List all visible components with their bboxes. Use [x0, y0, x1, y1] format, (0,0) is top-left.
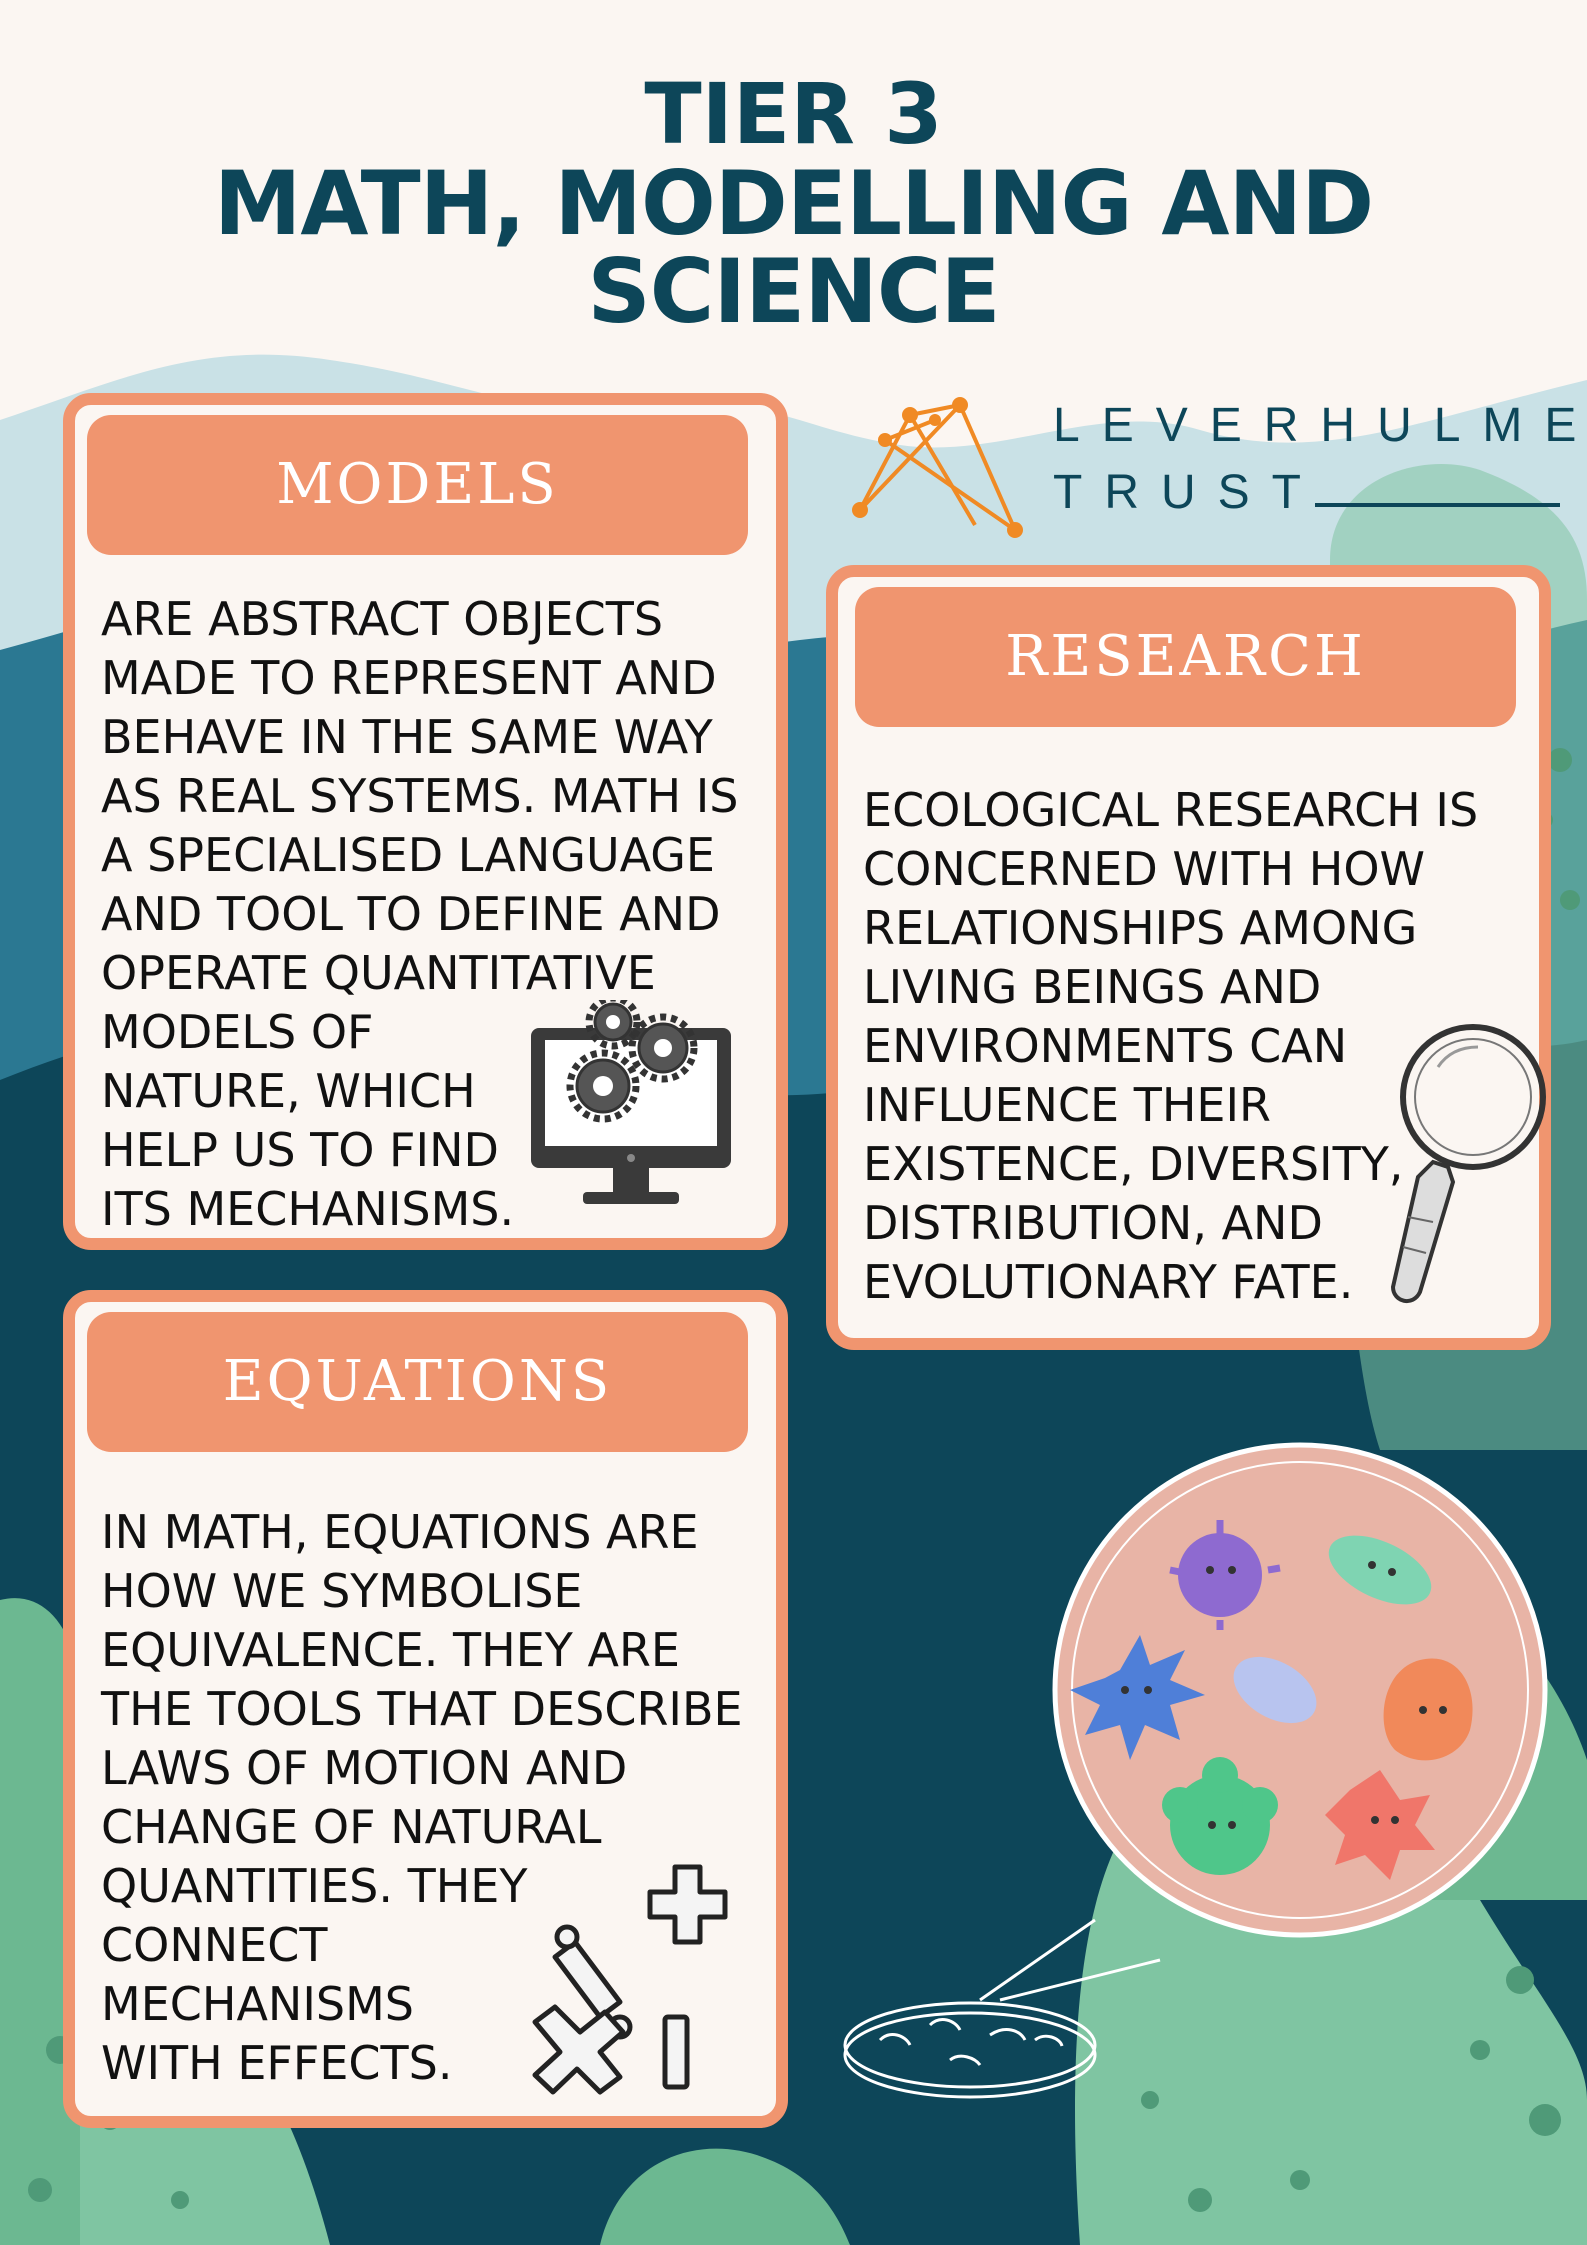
logo-line2: TRUST: [1053, 466, 1323, 519]
microbe-blue: [1070, 1635, 1205, 1760]
math-symbols-icon: [532, 1864, 728, 2095]
microbe-green: [1162, 1757, 1278, 1875]
microbe-orange: [1383, 1658, 1473, 1761]
microbe-mint: [1328, 1535, 1432, 1605]
logo-underline: [1315, 503, 1560, 507]
research-text: ECOLOGICAL RESEARCH IS CONCERNED WITH HO…: [863, 783, 1479, 1309]
equations-heading: EQUATIONS: [87, 1312, 748, 1452]
models-card: MODELS ARE ABSTRACT OBJECTS MADE TO REPR…: [63, 393, 788, 1250]
logo-line1: LEVERHULME: [1053, 399, 1587, 452]
leverhulme-logo-icon: [852, 397, 1023, 538]
equations-text: IN MATH, EQUATIONS ARE HOW WE SYMBOLISE …: [101, 1505, 743, 2090]
microbe-coral: [1325, 1770, 1435, 1880]
computer-gears-icon: [531, 1000, 731, 1204]
microbe-purple: [1169, 1520, 1281, 1630]
petri-dish: [843, 2001, 1097, 2099]
models-heading: MODELS: [87, 415, 748, 555]
magnifying-glass-icon: [1390, 1024, 1546, 1303]
tier-title: TIER 3: [644, 65, 943, 163]
models-text: ARE ABSTRACT OBJECTS MADE TO REPRESENT A…: [101, 592, 739, 1236]
microbes-petri-dish-icon: [843, 1442, 1548, 2099]
equations-card: EQUATIONS IN MATH, EQUATIONS ARE HOW WE …: [63, 1290, 788, 2128]
research-card: RESEARCH ECOLOGICAL RESEARCH IS CONCERNE…: [826, 565, 1551, 1350]
research-heading: RESEARCH: [855, 587, 1516, 727]
microbe-lilac: [1233, 1656, 1317, 1724]
page-title: MATH, MODELLING AND SCIENCE: [213, 152, 1374, 343]
